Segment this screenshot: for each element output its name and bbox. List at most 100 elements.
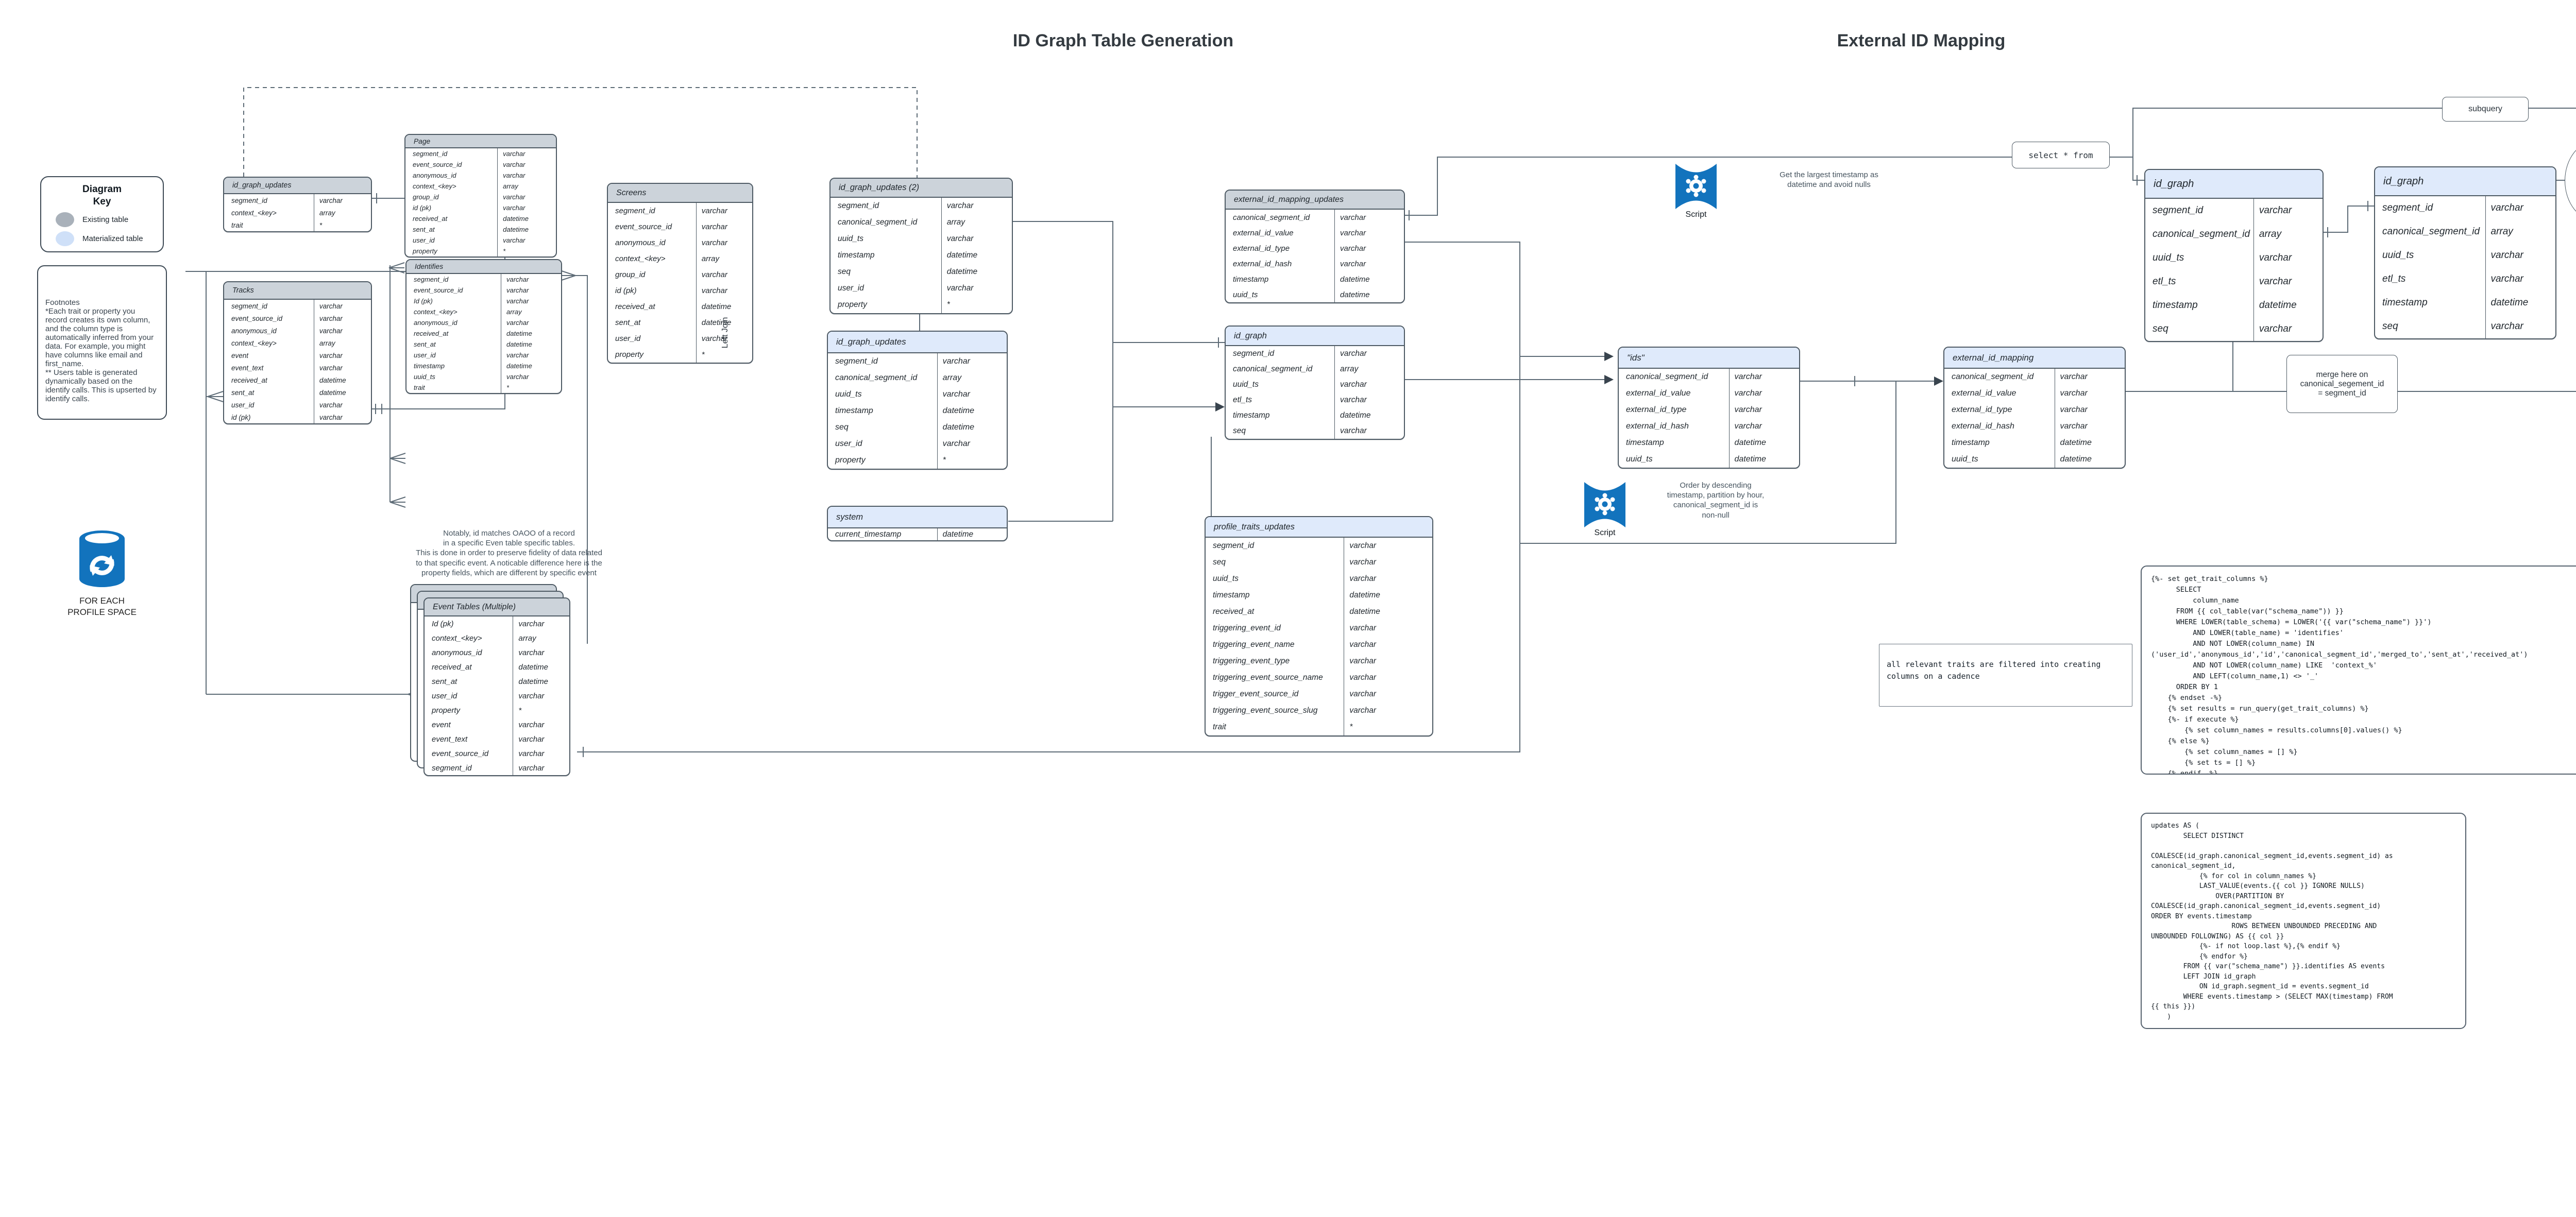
note-script1-note[interactable]: Get the largest timestamp as datetime an… — [1780, 170, 1878, 190]
field-name: trait — [1213, 723, 1226, 731]
label-merge-note[interactable]: merge here on canonical_segement_id = se… — [2286, 355, 2398, 413]
field-name: canonical_segment_id — [1626, 372, 1708, 381]
field-type: varchar — [513, 616, 569, 631]
field-row: Id (pk)varchar — [406, 296, 561, 306]
section-title-id-graph[interactable]: ID Graph Table Generation — [1012, 31, 1234, 50]
field-name: timestamp — [1233, 411, 1270, 420]
note-script2-note[interactable]: Order by descending timestamp, partition… — [1667, 481, 1765, 520]
field-name: property — [835, 456, 866, 465]
field-name: seq — [835, 423, 849, 432]
footnotes-box[interactable]: Footnotes *Each trait or property you re… — [37, 265, 167, 420]
field-name: sent_at — [231, 388, 255, 397]
field-type: varchar — [2253, 199, 2323, 222]
field-type: varchar — [313, 399, 371, 411]
field-type: varchar — [497, 192, 556, 202]
label-subquery[interactable]: subquery — [2442, 97, 2529, 122]
field-type: datetime — [2054, 451, 2125, 468]
field-name: canonical_segment_id — [1233, 213, 1310, 222]
field-name: uuid_ts — [838, 234, 863, 243]
field-type: varchar — [513, 689, 569, 703]
field-name: anonymous_id — [615, 238, 666, 247]
field-name: timestamp — [2382, 297, 2428, 308]
field-type: varchar — [1728, 385, 1800, 402]
field-type: datetime — [1334, 287, 1404, 302]
field-type: varchar — [2253, 317, 2323, 341]
field-type: varchar — [2253, 246, 2323, 270]
table-header: id_graph — [2375, 167, 2555, 196]
section-title-external-id[interactable]: External ID Mapping — [1837, 31, 2006, 50]
field-name: uuid_ts — [414, 373, 435, 381]
database-loop-icon — [79, 530, 125, 587]
table-title: Page — [414, 137, 431, 145]
field-type: varchar — [1344, 571, 1432, 587]
field-type: varchar — [501, 317, 561, 328]
field-name: group_id — [413, 193, 439, 201]
note-identifies-note[interactable]: Notably, id matches OAOO of a record in … — [416, 529, 602, 577]
field-type: array — [1334, 362, 1404, 377]
field-name: user_id — [432, 691, 457, 700]
field-row: sent_at datetime — [224, 386, 371, 399]
field-name: id (pk) — [231, 413, 251, 421]
field-type: datetime — [313, 374, 371, 386]
field-name: sent_at — [414, 340, 436, 348]
table-title: profile_traits_updates — [1214, 522, 1295, 532]
field-type: varchar — [1728, 369, 1800, 385]
script-1[interactable]: Script — [1665, 164, 1727, 219]
code-block-get-trait-columns[interactable]: {%- set get_trait_columns %} SELECT colu… — [2141, 565, 2576, 775]
field-name: property — [838, 300, 867, 309]
for-each-profile-space[interactable]: FOR EACH PROFILE SPACE — [45, 528, 159, 618]
field-name: event_text — [432, 734, 468, 744]
field-row: event_source_id varchar — [405, 159, 556, 170]
note-traits-cadence-note[interactable]: all relevant traits are filtered into cr… — [1879, 644, 2132, 707]
field-type: datetime — [696, 299, 752, 315]
field-type: datetime — [313, 386, 371, 399]
table-header: id_graph — [2145, 170, 2323, 199]
field-name: timestamp — [2153, 300, 2198, 311]
field-name: segment_id — [432, 763, 472, 773]
field-name: event_source_id — [413, 161, 462, 168]
field-type: varchar — [313, 411, 371, 423]
script-2[interactable]: Script — [1574, 482, 1636, 538]
field-type: varchar — [1344, 538, 1432, 554]
field-type: varchar — [497, 159, 556, 170]
field-row: property* — [608, 347, 752, 363]
field-name: user_id — [615, 334, 641, 343]
diagram-key[interactable]: Diagram Key Existing table Materialized … — [40, 176, 164, 252]
label-select-from[interactable]: select * from — [2012, 142, 2110, 168]
code-block-updates-cte[interactable]: updates AS ( SELECT DISTINCT COALESCE(id… — [2141, 813, 2466, 1029]
field-name: received_at — [615, 302, 655, 311]
field-type: varchar — [2485, 244, 2556, 267]
label-left-join-idgraph[interactable]: Left Join — [719, 302, 732, 364]
